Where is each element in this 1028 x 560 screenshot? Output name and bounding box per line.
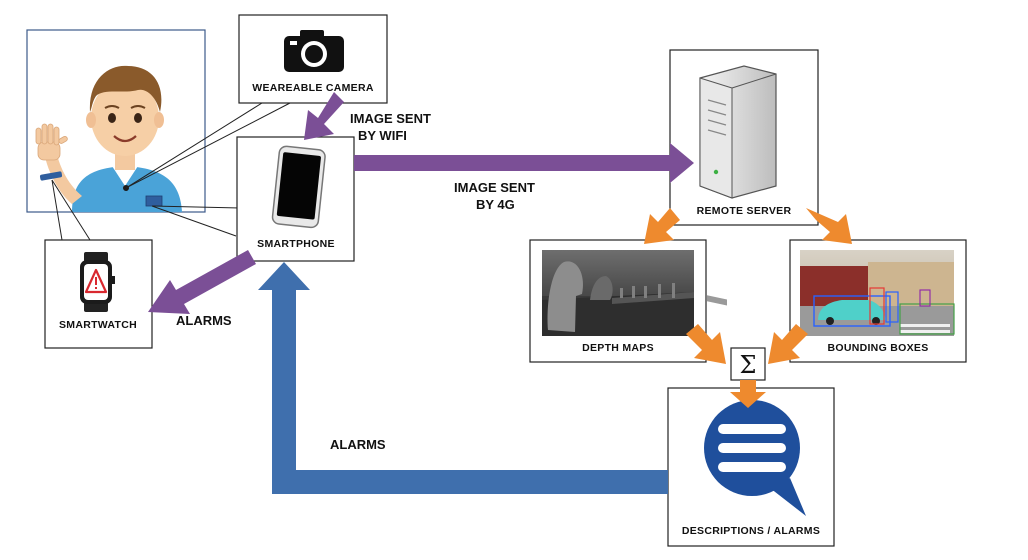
- smartwatch-box: SMARTWATCH: [44, 239, 153, 349]
- arrow-sum-to-descriptions: [730, 380, 766, 408]
- arrow-phone-to-watch: [148, 250, 256, 314]
- remote-server-box: REMOTE SERVER: [669, 49, 819, 306]
- person-panel: [26, 29, 206, 213]
- connector-lines: [51, 102, 291, 241]
- arrow-phone-to-server: [354, 143, 694, 183]
- remote-server-label: REMOTE SERVER: [697, 205, 792, 217]
- wearable-camera-label: WEAREABLE CAMERA: [252, 82, 374, 94]
- bounding-boxes-image: [800, 250, 955, 336]
- depth-maps-label: DEPTH MAPS: [582, 342, 654, 354]
- alarms-watch-label: ALARMS: [176, 313, 232, 328]
- arrow-depth-to-sum: [686, 324, 726, 364]
- arrow-descriptions-to-phone: [258, 262, 668, 494]
- server-tower-icon: [699, 65, 777, 306]
- person-avatar-icon: [35, 65, 182, 212]
- arrow-camera-to-phone: [304, 92, 344, 140]
- smartwatch-alert-icon: [80, 252, 115, 312]
- bounding-boxes-box: BOUNDING BOXES: [789, 239, 967, 363]
- bounding-boxes-label: BOUNDING BOXES: [827, 342, 928, 354]
- arrow-boxes-to-sum: [768, 324, 808, 364]
- sum-symbol: Σ: [740, 351, 757, 379]
- smartwatch-label: SMARTWATCH: [59, 319, 137, 331]
- arrow-server-to-boxes: [806, 208, 852, 244]
- descriptions-alarms-box: DESCRIPTIONS / ALARMS: [667, 387, 835, 547]
- smartphone-icon: [271, 145, 326, 229]
- image-4g-label-line2: BY 4G: [476, 197, 515, 212]
- alarms-return-label: ALARMS: [330, 437, 386, 452]
- smartphone-label: SMARTPHONE: [257, 238, 335, 250]
- image-wifi-label-line2: BY WIFI: [358, 128, 407, 143]
- sum-node: Σ: [730, 347, 766, 381]
- camera-icon: [284, 30, 344, 72]
- arrow-server-to-depth: [644, 208, 680, 244]
- depth-map-image: [542, 250, 694, 336]
- smartphone-box: SMARTPHONE: [236, 136, 355, 262]
- speech-bubble-icon: [704, 400, 806, 516]
- image-wifi-label-line1: IMAGE SENT: [350, 111, 431, 126]
- image-4g-label-line1: IMAGE SENT: [454, 180, 535, 195]
- depth-maps-box: DEPTH MAPS: [529, 239, 707, 363]
- wearable-camera-box: WEAREABLE CAMERA: [238, 14, 388, 104]
- descriptions-alarms-label: DESCRIPTIONS / ALARMS: [682, 525, 820, 537]
